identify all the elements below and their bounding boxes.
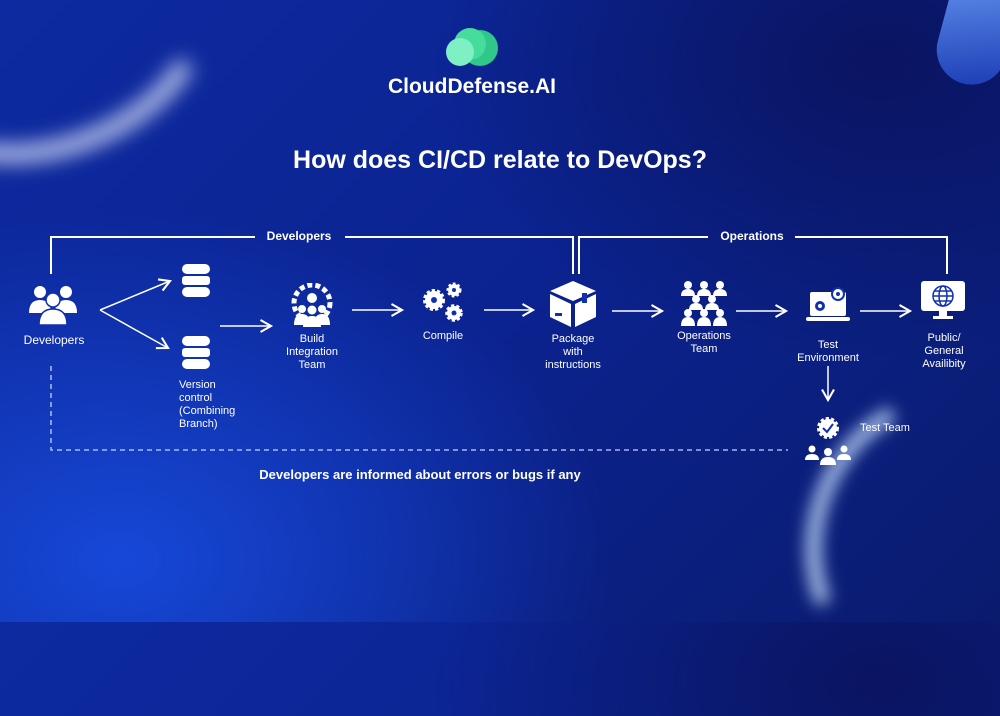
label-line: Operations xyxy=(677,330,731,342)
page-title: How does CI/CD relate to DevOps? xyxy=(293,146,707,174)
compile-gears-icon xyxy=(423,282,463,322)
operations-team-icon xyxy=(681,281,727,326)
brand-name: CloudDefense.AI xyxy=(387,75,557,98)
label-line: Integration xyxy=(286,346,338,358)
database-icon xyxy=(182,336,210,369)
monitor-globe-icon xyxy=(921,281,965,319)
label-line: Build xyxy=(299,333,325,345)
label-line: Availibity xyxy=(922,358,966,370)
label-line: Package xyxy=(551,333,595,345)
label-line: with xyxy=(563,346,583,358)
label-line: Team xyxy=(298,359,326,371)
label-line: Team xyxy=(690,343,718,355)
label-line: General xyxy=(924,345,964,357)
connector-lines xyxy=(50,278,913,451)
cloud-logo-icon xyxy=(446,28,498,66)
node-developers: Developers xyxy=(23,333,85,347)
developers-group-icon xyxy=(29,286,77,325)
label-line: Environment xyxy=(797,352,859,364)
package-box-icon xyxy=(550,281,596,327)
label-line: Public/ xyxy=(927,332,961,344)
test-environment-laptop-icon xyxy=(806,287,850,321)
label-line: control xyxy=(179,392,213,404)
group-label-operations: Operations xyxy=(720,229,784,243)
build-team-gear-icon xyxy=(291,283,333,327)
group-label-developers: Developers xyxy=(266,229,332,243)
label-line: Branch) xyxy=(179,418,218,430)
label-line: Test xyxy=(817,339,839,351)
label-line: Version xyxy=(179,379,216,391)
node-compile: Compile xyxy=(422,330,464,342)
feedback-note: Developers are informed about errors or … xyxy=(259,467,581,482)
node-test-team: Test Team xyxy=(860,422,910,434)
test-team-icon xyxy=(805,417,851,465)
database-icon xyxy=(182,264,210,297)
label-line: instructions xyxy=(545,359,601,371)
label-line: (Combining xyxy=(179,405,236,417)
